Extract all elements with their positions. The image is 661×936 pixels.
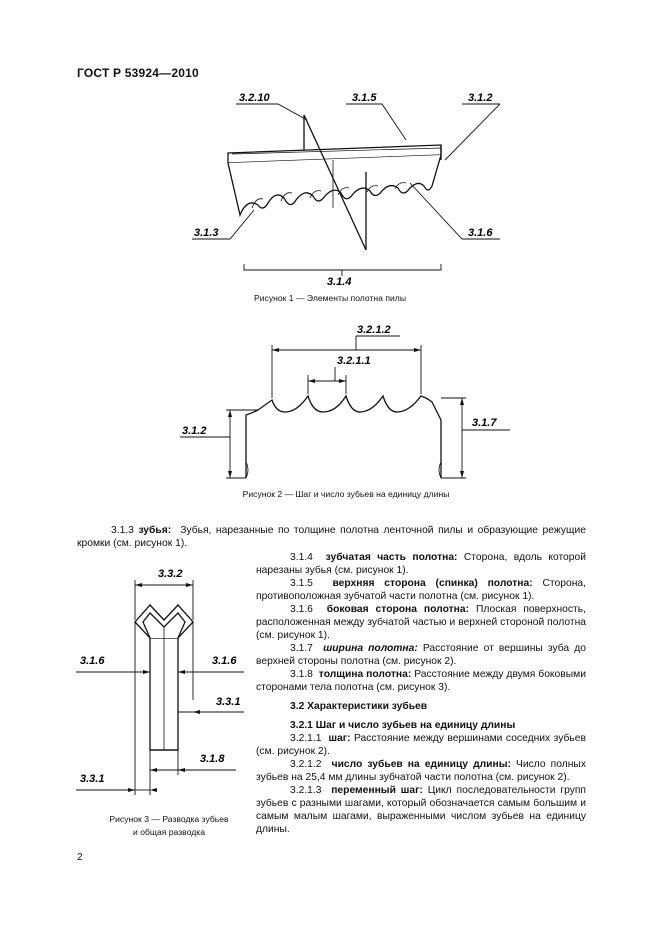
p3213-term: переменный шаг:: [331, 785, 423, 796]
figure-2-caption: Рисунок 2 — Шаг и число зубьев на единиц…: [242, 489, 450, 499]
section-3-2-heading: 3.2 Характеристики зубьев: [290, 701, 428, 712]
paragraph-3-1-7: 3.1.7 ширина полотна: Расстояние от верш…: [256, 642, 586, 668]
fig2-label-3-2-1-2: 3.2.1.2: [357, 324, 391, 336]
p316-term: боковая сторона полотна:: [326, 604, 470, 615]
fig3-label-3-3-1-left: 3.3.1: [80, 773, 104, 785]
figure-3-caption-line2: и общая разводка: [133, 827, 205, 837]
figure-2-pitch: 3.2.1.2 3.2.1.1 3.1.2 3.1.7: [180, 324, 510, 479]
paragraph-3-1-3: 3.1.3 зубья: Зубья, нарезанные по толщин…: [77, 524, 586, 550]
paragraph-3-2-1-2: 3.2.1.2 число зубьев на единицу длины: Ч…: [256, 758, 586, 784]
page-number: 2: [77, 852, 83, 863]
p317-body: Расстояние от вершины зуба до верхней ст…: [256, 643, 586, 667]
right-column-text: 3.1.4 зубчатая часть полотна: Сторона, в…: [256, 551, 586, 836]
figure-3-caption-line1: Рисунок 3 — Разводка зубьев: [109, 814, 229, 824]
fig3-label-3-3-2: 3.3.2: [158, 568, 182, 580]
p313-number: 3.1.3: [111, 525, 134, 536]
fig2-label-3-1-2: 3.1.2: [182, 425, 206, 437]
figure-1-blade-elements: 3.2.10 3.1.5 3.1.2 3.1.3 3.1.6 3.1.4: [192, 92, 500, 286]
paragraph-3-1-4: 3.1.4 зубчатая часть полотна: Сторона, в…: [256, 551, 586, 577]
p316-body: Плоская поверхность, расположенная между…: [256, 604, 586, 641]
fig2-label-3-2-1-1: 3.2.1.1: [337, 355, 371, 367]
fig1-label-3-1-3: 3.1.3: [194, 227, 218, 239]
p3211-term: шаг:: [328, 733, 351, 744]
paragraph-3-1-6: 3.1.6 боковая сторона полотна: Плоская п…: [256, 603, 586, 642]
fig2-label-3-1-7: 3.1.7: [472, 417, 497, 429]
p316-number: 3.1.6: [290, 604, 313, 615]
p3212-term: число зубьев на единицу длины:: [331, 759, 511, 770]
section-3-2-1-heading: 3.2.1 Шаг и число зубьев на единицу длин…: [290, 720, 516, 731]
p314-term: зубчатая часть полотна:: [325, 552, 458, 563]
paragraph-3-1-5: 3.1.5 верхняя сторона (спинка) полотна: …: [256, 577, 586, 603]
fig3-label-3-1-8: 3.1.8: [200, 753, 225, 765]
fig3-label-3-1-6-right: 3.1.6: [212, 655, 237, 667]
p3213-number: 3.2.1.3: [290, 785, 322, 796]
p315-body: Сторона, противоположная зубчатой части …: [256, 578, 586, 602]
p315-number: 3.1.5: [290, 578, 313, 589]
figure-3-caption: Рисунок 3 — Разводка зубьев и общая разв…: [84, 813, 254, 839]
figure-3-tooth-set: 3.3.2 3.1.6 3.1.6 3.3.1 3.1.8 3.3.1: [76, 568, 244, 795]
p317-number: 3.1.7: [290, 643, 313, 654]
paragraph-3-2-1-1: 3.2.1.1 шаг: Расстояние между вершинами …: [256, 732, 586, 758]
p3211-body: Расстояние между вершинами соседних зубь…: [256, 733, 586, 757]
fig1-label-3-2-10: 3.2.10: [239, 92, 270, 104]
p3212-body: Число полных зубьев на 25,4 мм длины зуб…: [256, 759, 586, 783]
p318-number: 3.1.8: [290, 669, 313, 680]
p314-number: 3.1.4: [290, 552, 313, 563]
figure-1-caption: Рисунок 1 — Элементы полотна пилы: [253, 293, 406, 303]
p3212-number: 3.2.1.2: [290, 759, 322, 770]
p318-body: Расстояние между двумя боковыми сторонам…: [256, 669, 586, 693]
document-header: ГОСТ Р 53924—2010: [77, 66, 199, 80]
fig1-label-3-1-2: 3.1.2: [468, 92, 492, 104]
fig1-label-3-1-4: 3.1.4: [327, 276, 351, 286]
fig3-label-3-3-1-right: 3.3.1: [216, 696, 240, 708]
fig3-label-3-1-6-left: 3.1.6: [80, 655, 105, 667]
p317-term: ширина полотна:: [323, 643, 418, 654]
paragraph-3-2-1-3: 3.2.1.3 переменный шаг: Цикл последовате…: [256, 784, 586, 836]
fig1-label-3-1-6: 3.1.6: [468, 227, 493, 239]
p313-body: Зубья, нарезанные по толщине полотна лен…: [77, 525, 586, 549]
paragraph-3-1-8: 3.1.8 толщина полотна: Расстояние между …: [256, 668, 586, 694]
p3211-number: 3.2.1.1: [290, 733, 322, 744]
fig1-label-3-1-5: 3.1.5: [352, 92, 377, 104]
p3213-body: Цикл последовательности групп зубьев с р…: [256, 785, 586, 835]
p313-term: зубья:: [138, 525, 172, 536]
p318-term: толщина полотна:: [318, 669, 412, 680]
p314-body: Сторона, вдоль которой нарезаны зубья (с…: [256, 552, 586, 576]
p315-term: верхняя сторона (спинка) полотна:: [332, 578, 533, 589]
